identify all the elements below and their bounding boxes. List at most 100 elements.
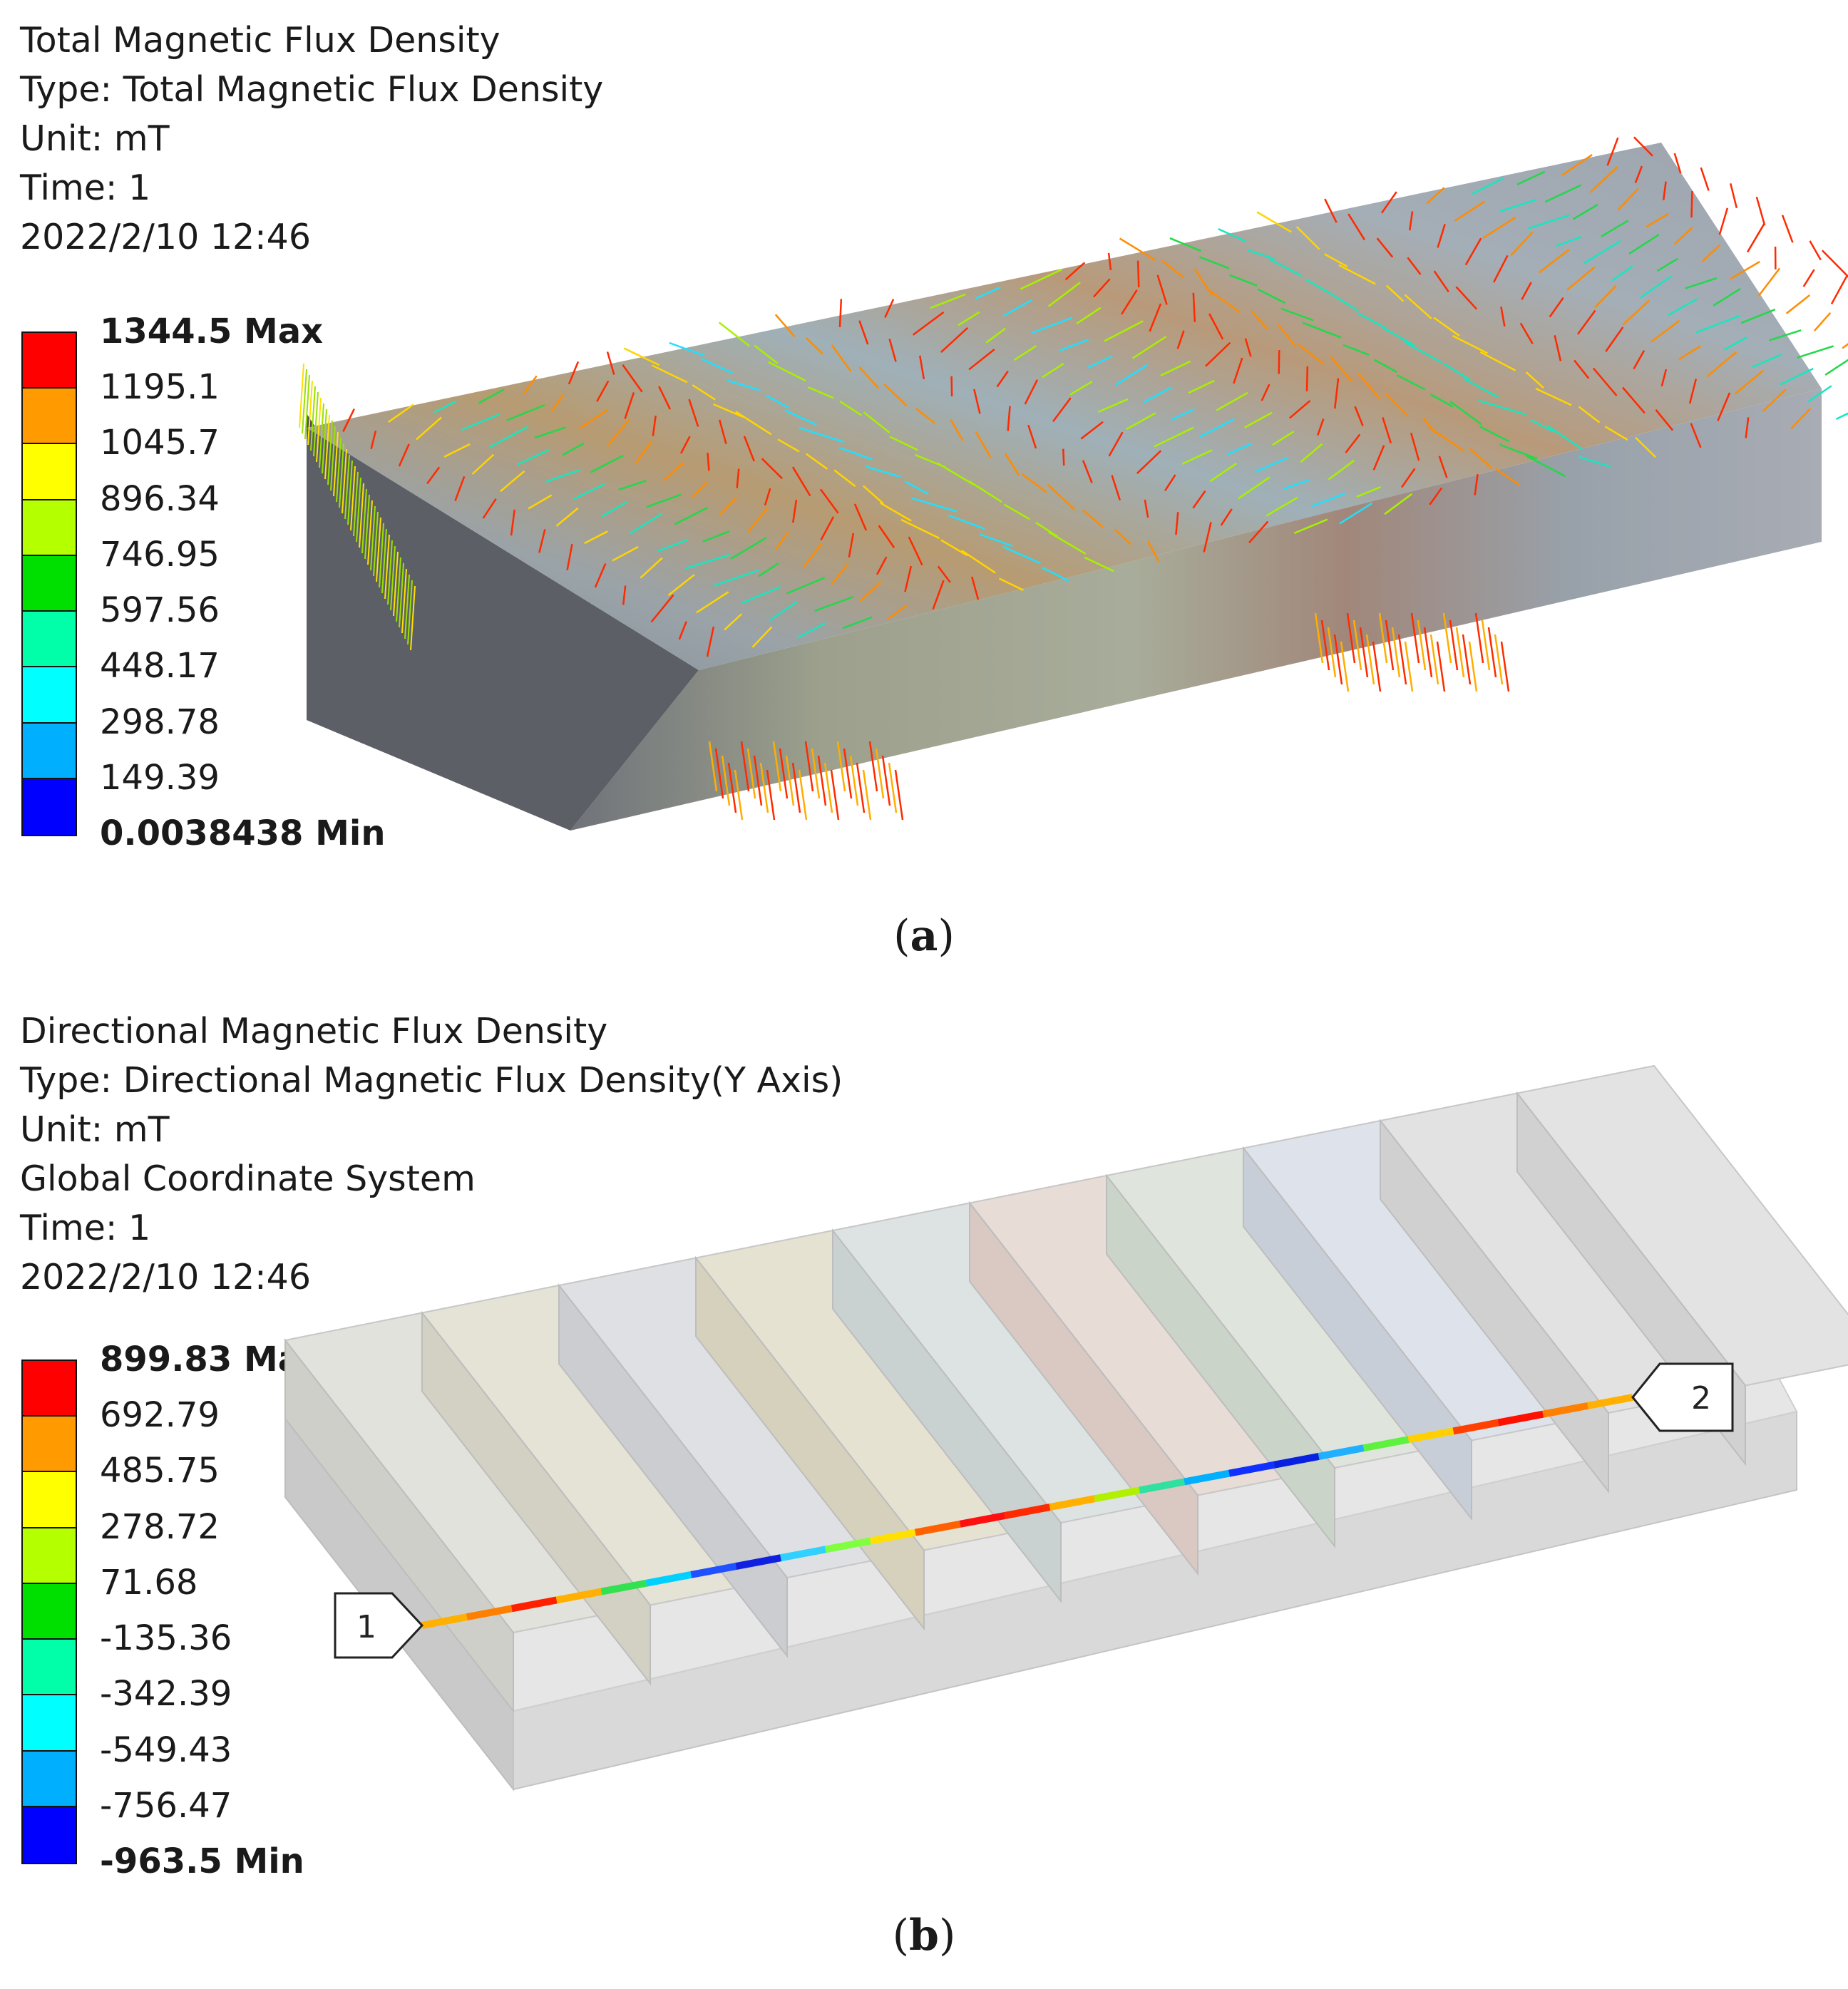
flux-arrow xyxy=(1690,423,1702,448)
path-line-segment xyxy=(1587,1394,1633,1409)
flux-arrow xyxy=(1107,252,1112,270)
flux-arrow xyxy=(1519,322,1534,344)
flux-arrow xyxy=(1734,369,1765,395)
flux-arrow xyxy=(407,580,413,645)
flux-arrow xyxy=(1171,408,1195,421)
flux-arrow xyxy=(912,311,945,336)
flux-arrow xyxy=(1278,350,1280,374)
flux-arrow xyxy=(1298,344,1325,366)
flux-arrow xyxy=(1656,257,1678,272)
result-unit: Unit: mT xyxy=(20,1109,170,1150)
flux-arrow xyxy=(1160,360,1191,377)
flux-arrow xyxy=(1161,259,1185,279)
flux-arrow xyxy=(538,529,546,553)
legend-color-band xyxy=(23,389,76,445)
legend-label: -756.47 xyxy=(100,1786,232,1826)
flux-arrow xyxy=(724,613,742,631)
flux-arrow xyxy=(454,476,466,502)
flux-arrow xyxy=(387,404,414,423)
path-line-segment xyxy=(1273,1453,1320,1469)
flux-arrow xyxy=(510,509,515,536)
flux-arrow xyxy=(1320,620,1330,671)
flux-arrow xyxy=(1628,234,1660,255)
flux-arrow xyxy=(1426,187,1445,205)
path-line-segment xyxy=(1497,1410,1544,1427)
flux-arrow xyxy=(1487,627,1497,678)
flux-arrow xyxy=(888,338,897,362)
flux-arrow xyxy=(517,449,550,466)
magnet-slab-side xyxy=(1243,1146,1472,1521)
path-line-segment xyxy=(645,1571,692,1587)
flux-arrow xyxy=(1530,418,1555,433)
flux-arrow xyxy=(1650,319,1680,343)
flux-arrow xyxy=(1662,181,1667,200)
flux-arrow xyxy=(1059,339,1089,351)
flux-arrow xyxy=(1346,612,1356,664)
flux-arrow xyxy=(937,462,975,485)
flux-arrow xyxy=(669,341,705,356)
flux-arrow xyxy=(1021,473,1047,493)
flux-arrow xyxy=(876,556,888,575)
flux-arrow xyxy=(1227,443,1252,456)
flux-arrow xyxy=(774,314,796,337)
flux-arrow xyxy=(1410,432,1420,461)
flux-arrow xyxy=(777,438,800,453)
flux-arrow xyxy=(831,344,852,372)
flux-arrow xyxy=(1310,493,1345,508)
flux-arrow xyxy=(367,500,373,565)
flux-arrow-field xyxy=(299,136,1848,821)
flux-arrow xyxy=(339,443,344,508)
path-line-segment xyxy=(1139,1478,1186,1494)
flux-arrow xyxy=(853,503,868,531)
flux-arrow xyxy=(1069,380,1093,396)
flux-arrow xyxy=(1474,473,1479,495)
legend-color-band xyxy=(23,1806,76,1863)
path-line-segment xyxy=(959,1512,1006,1528)
flux-arrow xyxy=(327,420,333,485)
flux-arrow xyxy=(1397,634,1407,685)
flux-arrow xyxy=(823,762,833,813)
flux-arrow xyxy=(1175,512,1179,535)
result-type: Type: Directional Magnetic Flux Density(… xyxy=(20,1060,843,1101)
flux-arrow xyxy=(1673,226,1693,245)
flux-arrow xyxy=(1114,528,1131,545)
flux-arrow xyxy=(858,320,869,345)
flux-arrow xyxy=(798,769,808,821)
flux-arrow xyxy=(1004,453,1020,476)
flux-arrow xyxy=(1646,212,1669,228)
legend-label: 149.39 xyxy=(100,758,220,798)
flux-arrow xyxy=(889,436,918,451)
magnet-slab-side xyxy=(969,1201,1198,1576)
flux-arrow xyxy=(652,415,657,436)
flux-arrow xyxy=(1634,436,1656,458)
flux-arrow xyxy=(1384,493,1413,515)
flux-arrow xyxy=(1203,522,1212,552)
flux-arrow xyxy=(1385,620,1395,671)
flux-arrow xyxy=(1376,237,1394,258)
flux-arrow xyxy=(471,453,495,475)
flux-arrow xyxy=(1295,226,1320,250)
flux-arrow xyxy=(1188,379,1215,394)
flux-arrow xyxy=(975,286,1001,299)
flux-arrow xyxy=(404,574,410,639)
flux-arrow xyxy=(1713,287,1741,307)
flux-arrow xyxy=(1516,170,1546,185)
flux-arrow xyxy=(836,741,846,792)
flux-arrow xyxy=(1385,392,1409,417)
flux-arrow xyxy=(1255,457,1288,473)
flux-arrow xyxy=(399,562,404,628)
flux-arrow xyxy=(1468,641,1478,692)
flux-arrow xyxy=(381,528,387,594)
flux-arrow xyxy=(1357,312,1387,329)
flux-arrow xyxy=(1429,487,1443,505)
legend-color-band xyxy=(23,667,76,724)
figure-caption-a: (a) xyxy=(893,911,955,961)
flux-arrow xyxy=(1462,634,1472,685)
flux-arrow xyxy=(1250,309,1269,331)
flux-arrow xyxy=(875,748,885,799)
flux-arrow xyxy=(1114,364,1149,386)
flux-arrow xyxy=(1289,400,1311,419)
legend-label: 1045.7 xyxy=(100,423,220,463)
flux-arrow xyxy=(688,399,699,427)
flux-arrow xyxy=(1494,468,1521,487)
